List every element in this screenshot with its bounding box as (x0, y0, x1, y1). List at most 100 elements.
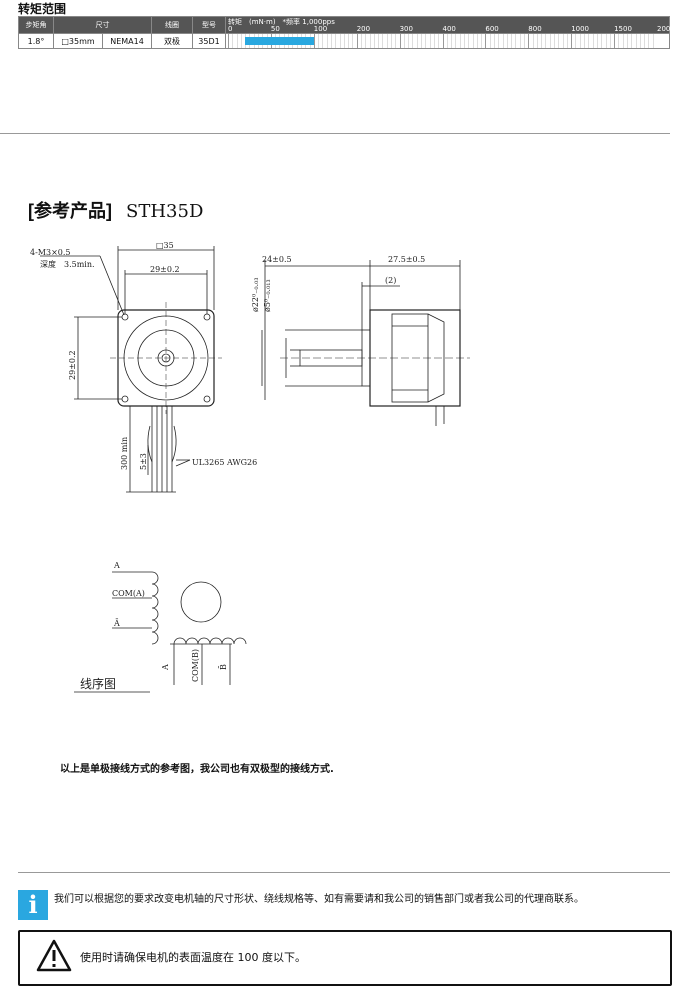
dim-shaft-dia: ø5⁰₋₀.₀₁₃ (263, 279, 272, 312)
divider-top (0, 133, 670, 134)
grid-line (378, 34, 380, 48)
grid-line (386, 34, 388, 48)
scale-tick-label: 1000 (571, 25, 590, 33)
grid-line (485, 34, 487, 48)
section-title: 转矩范围 (18, 2, 67, 16)
grid-line (416, 34, 418, 48)
grid-line (528, 34, 530, 48)
grid-line (240, 34, 242, 48)
grid-line (575, 34, 577, 48)
scale-tick-label: 200 (356, 25, 371, 33)
cell-torque-graph (225, 33, 670, 49)
grid-line (571, 34, 573, 48)
dim-square: □35 (156, 241, 174, 250)
grid-line (562, 34, 564, 48)
scale-tick-label: 50 (270, 25, 280, 33)
grid-line (622, 34, 624, 48)
grid-line (313, 34, 315, 48)
wire-label-a: A (113, 561, 120, 570)
warning-box: 使用时请确保电机的表面温度在 100 度以下。 (18, 930, 672, 986)
grid-line (455, 34, 457, 48)
grid-line (360, 34, 362, 48)
cell-step-angle: 1.8° (18, 33, 54, 49)
grid-line (588, 34, 590, 48)
grid-line (348, 34, 350, 48)
grid-line (408, 34, 410, 48)
grid-line (335, 34, 337, 48)
grid-line (318, 34, 320, 48)
header-step-angle: 步矩角 (18, 16, 54, 34)
grid-line (425, 34, 427, 48)
reference-title: [参考产品]STH35D (28, 197, 203, 223)
reference-model: STH35D (126, 201, 204, 222)
grid-line (601, 34, 603, 48)
dim-boss-dia: ø22⁰₋₀.₀₃ (251, 277, 260, 312)
grid-line (541, 34, 543, 48)
graph-header-label: 转矩 (mN·m) *频率 1,000pps (228, 18, 335, 26)
info-icon: i (18, 890, 48, 920)
grid-line (429, 34, 431, 48)
grid-line (519, 34, 521, 48)
cell-model: 35D1 (192, 33, 226, 49)
grid-line (584, 34, 586, 48)
grid-line (476, 34, 478, 48)
grid-line (592, 34, 594, 48)
wire-label-b-bar: B̄ (219, 664, 228, 670)
cell-size: □35mm (53, 33, 103, 49)
warning-text: 使用时请确保电机的表面温度在 100 度以下。 (80, 951, 306, 964)
grid-line (459, 34, 461, 48)
grid-line (403, 34, 405, 48)
grid-line (442, 34, 444, 48)
dim-depth: 深度 3.5min. (40, 259, 95, 269)
grid-line (232, 34, 234, 48)
wiring-caption: 线序图 (80, 676, 116, 691)
grid-line (536, 34, 538, 48)
grid-line (451, 34, 453, 48)
scale-tick-label: 0 (228, 25, 233, 33)
grid-line (635, 34, 637, 48)
grid-line (382, 34, 384, 48)
dim-shaft-step: (2) (385, 276, 396, 285)
grid-line (326, 34, 328, 48)
grid-line (322, 34, 324, 48)
scale-tick-label: 600 (485, 25, 499, 33)
grid-line (343, 34, 345, 48)
dim-length-a: 24±0.5 (262, 255, 292, 264)
grid-line (614, 34, 616, 48)
grid-line (549, 34, 551, 48)
grid-line (524, 34, 525, 48)
scale-tick-label: 2000 (657, 25, 675, 33)
grid-line (339, 34, 341, 48)
header-coil: 线圈 (151, 16, 193, 34)
grid-line (365, 34, 367, 48)
grid-line (626, 34, 628, 48)
grid-line (502, 34, 504, 48)
grid-line (468, 34, 470, 48)
wire-label-a-bar: Ā (113, 619, 120, 628)
grid-line (511, 34, 513, 48)
side-view (261, 260, 470, 426)
info-box: i 我们可以根据您的要求改变电机轴的尺寸形状、绕线规格等、如有需要请和我公司的销… (18, 890, 670, 920)
header-size: 尺寸 (53, 16, 152, 34)
grid-line (493, 34, 495, 48)
grid-line (228, 34, 229, 48)
grid-line (554, 34, 556, 48)
dim-strip-length: 5±3 (139, 453, 148, 470)
grid-line (506, 34, 508, 48)
grid-line (421, 34, 423, 48)
grid-line (391, 34, 393, 48)
grid-line (373, 34, 375, 48)
warning-icon (36, 939, 72, 972)
grid-line (438, 34, 440, 48)
wiring-note: 以上是单极接线方式的参考图，我公司也有双极型的接线方式. (60, 764, 334, 775)
grid-line (498, 34, 500, 48)
grid-line (609, 34, 611, 48)
grid-line (558, 34, 560, 48)
motor-drawing: 4-M3×0.5 深度 3.5min. □35 29±0.2 29±0.2 30… (30, 241, 470, 693)
grid-line (472, 34, 474, 48)
wire-label-com-a: COM(A) (112, 589, 145, 598)
scale-tick-label: 400 (442, 25, 456, 33)
grid-line (236, 34, 238, 48)
